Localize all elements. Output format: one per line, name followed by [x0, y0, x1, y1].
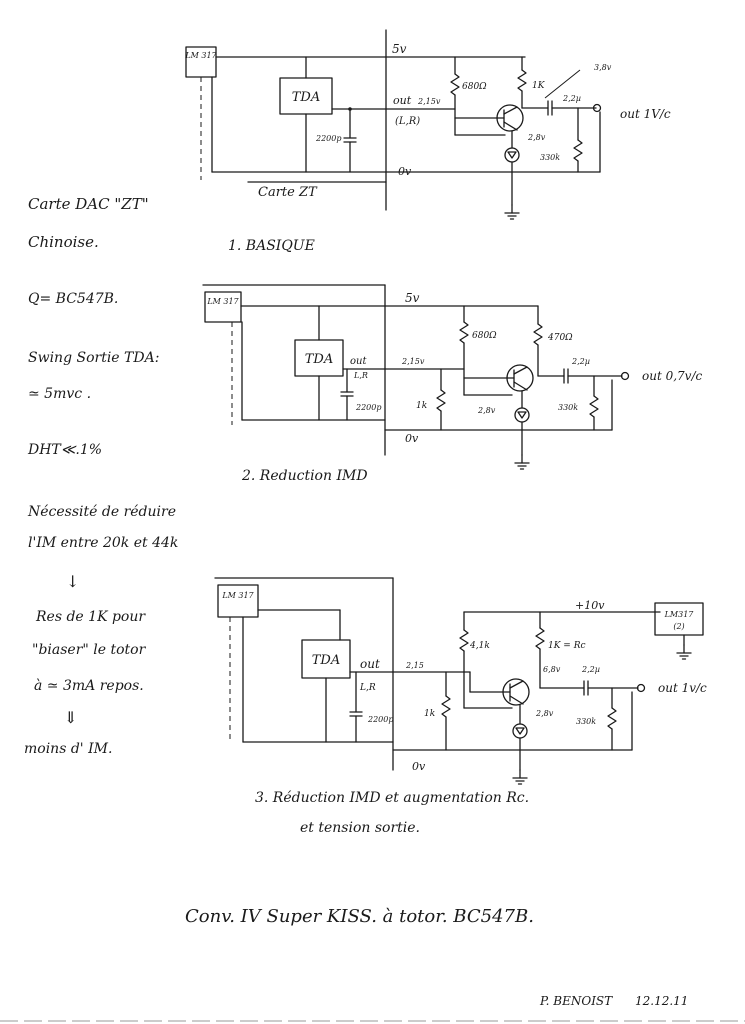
- out-label-2: out: [350, 356, 367, 367]
- note-chinese: Chinoise.: [28, 233, 99, 251]
- note-necessity: Nécessité de réduire: [28, 504, 176, 520]
- circuit-basic: LM 317 5v Carte ZT TDA 2200p out 2,15v (…: [184, 29, 671, 254]
- tda-cap-label-1: 2200p: [315, 134, 341, 143]
- tda-label-3: TDA: [312, 653, 340, 668]
- note-bias: "biaser" le totor: [32, 642, 146, 658]
- lm317-regulator-2: [204, 291, 242, 323]
- led-2: [514, 407, 530, 423]
- note-res-1k: Res de 1K pour: [36, 609, 146, 625]
- r-top-label-2: 680Ω: [472, 331, 497, 341]
- lm317-label-3: LM 317: [221, 591, 254, 600]
- double-arrow-down-icon: ⇓: [64, 708, 78, 727]
- r-load-label-3: 330k: [576, 717, 596, 726]
- r-bias-label-2: 1k: [416, 401, 427, 411]
- ground-label-3: 0v: [412, 760, 426, 773]
- lm317-label-1: LM 317: [184, 51, 217, 60]
- output-label-1: out 1V/c: [620, 107, 671, 121]
- vc-label-1: 3,8v: [594, 63, 612, 72]
- r-top-label-1: 680Ω: [462, 82, 487, 92]
- cap-out-label-2: 2,2µ: [571, 357, 590, 366]
- note-idle: à ≃ 3mA repos.: [34, 678, 144, 694]
- cap-out-label-1: 2,2µ: [562, 94, 581, 103]
- note-dac-board: Carte DAC "ZT": [28, 195, 149, 213]
- channels-label-2: L,R: [353, 371, 368, 380]
- out-label-1: out: [393, 94, 412, 107]
- supply-label-3: +10v: [575, 599, 605, 612]
- board-label-1: Carte ZT: [258, 185, 318, 200]
- tda-label-1: TDA: [292, 90, 320, 105]
- output-jack-1: [592, 103, 602, 113]
- output-jack-3: [636, 683, 646, 693]
- author-signature: P. BENOIST: [539, 994, 613, 1008]
- drawing-date: 12.12.11: [635, 994, 688, 1008]
- lm317-right-sub: (2): [673, 622, 684, 631]
- tda-cap-label-2: 2200p: [355, 403, 381, 412]
- r-load-label-1: 330k: [540, 153, 560, 162]
- r-bias-label-3: 1k: [424, 709, 435, 719]
- output-label-2: out 0,7v/c: [642, 369, 702, 383]
- caption-3: 3. Réduction IMD et augmentation Rc.: [255, 790, 529, 806]
- drawing-title: Conv. IV Super KISS. à totor. BC547B.: [185, 906, 534, 927]
- vc-label-3: 6,8v: [543, 665, 561, 674]
- r-load-label-2: 330k: [558, 403, 578, 412]
- channels-label-1: (L,R): [395, 116, 420, 127]
- note-transistor: Q= BC547B.: [28, 291, 119, 307]
- led-3: [512, 723, 528, 739]
- supply-label-1: 5v: [392, 42, 407, 56]
- tda-label-2: TDA: [305, 352, 333, 367]
- ground-label-2: 0v: [405, 432, 419, 445]
- channels-label-3: L,R: [359, 683, 376, 693]
- circuit-imd-reduction: LM 317 5v TDA out L,R 2200p 2,15v 1k 0v …: [202, 284, 702, 484]
- ve-label-1: 2,8v: [527, 133, 546, 142]
- ground-label-1: 0v: [398, 165, 412, 178]
- caption-3-cont: et tension sortie.: [300, 820, 420, 836]
- note-less-im: moins d' IM.: [24, 741, 113, 757]
- supply-label-2: 5v: [405, 291, 420, 305]
- arrow-down-icon: ↓: [66, 572, 80, 591]
- note-swing: Swing Sortie TDA:: [28, 350, 160, 366]
- out-voltage-2: 2,15v: [401, 357, 425, 366]
- r-c-label-1: 1K: [532, 81, 546, 91]
- r-c-label-3: 1K = Rc: [548, 641, 586, 651]
- lm317-regulator-right: [654, 602, 704, 636]
- caption-1: 1. BASIQUE: [228, 238, 315, 254]
- r-c-label-2: 470Ω: [547, 333, 573, 343]
- note-im-range: l'IM entre 20k et 44k: [28, 535, 179, 551]
- out-voltage-3: 2,15: [405, 661, 424, 670]
- lm317-label-2: LM 317: [206, 297, 239, 306]
- output-label-3: out 1v/c: [658, 681, 707, 695]
- circuit-imd-rc-increase: LM 317 TDA out L,R 2200p 2,15 1k 0v +10v…: [214, 577, 707, 836]
- out-voltage-1: 2,15v: [417, 97, 441, 106]
- lm317-right-label: LM317: [664, 610, 695, 619]
- output-jack-2: [620, 371, 630, 381]
- ve-label-2: 2,8v: [477, 406, 496, 415]
- tda-cap-label-3: 2200p: [367, 715, 393, 724]
- cap-out-label-3: 2,2µ: [581, 665, 600, 674]
- ve-label-3: 2,8v: [535, 709, 554, 718]
- note-swing-value: ≃ 5mvc .: [28, 386, 92, 402]
- caption-2: 2. Reduction IMD: [241, 468, 368, 484]
- lm317-regulator-3: [217, 584, 259, 618]
- out-label-3: out: [360, 657, 380, 671]
- note-thd: DHT≪.1%: [28, 442, 103, 458]
- led-1: [504, 147, 520, 163]
- r-top-label-3: 4,1k: [469, 641, 490, 651]
